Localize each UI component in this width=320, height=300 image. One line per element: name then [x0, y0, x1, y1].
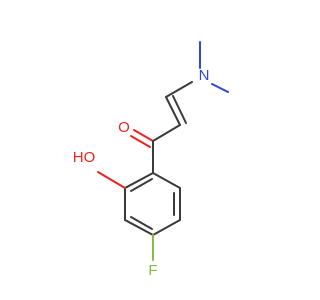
carbonyl-double-bond-inner [130, 135, 151, 148]
enone-chain [130, 81, 193, 174]
chemical-structure-diagram: N O HO F [73, 41, 229, 279]
carbonyl-double-bond-outer [133, 129, 154, 142]
alkene-double-bond-outer [165, 96, 181, 126]
hydroxyl-label: HO [73, 149, 96, 166]
carbonyl-oxygen-label: O [118, 119, 130, 136]
ring-bond-1 [152, 172, 181, 189]
ring-bond-4 [124, 219, 154, 236]
ring-bond-3 [152, 219, 181, 236]
fluorine-label: F [148, 262, 157, 279]
nitrogen-methyl-bond-right [211, 83, 229, 93]
carbonyl-to-alpha-bond [152, 124, 181, 142]
ring-inner-double-bond-3 [130, 178, 153, 192]
structure-canvas: N O HO F [72, 41, 229, 279]
dimethylamino-group [199, 41, 229, 93]
alkene-double-bond-inner [172, 95, 187, 124]
ring-bond-6 [124, 172, 154, 189]
benzene-ring [124, 172, 181, 236]
hydroxyl-bond [97, 171, 126, 189]
nitrogen-label: N [199, 67, 210, 84]
alkene-to-nitrogen-bond [165, 81, 193, 98]
ring-inner-double-bond-2 [130, 216, 153, 230]
